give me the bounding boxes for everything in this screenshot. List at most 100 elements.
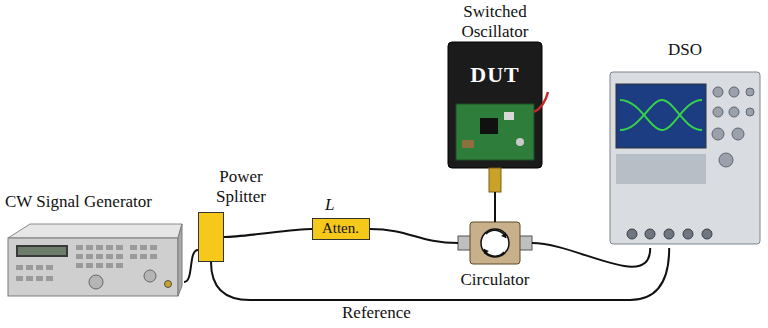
coax-cable <box>211 248 669 300</box>
oscilloscope-picture-part <box>620 100 702 130</box>
oscilloscope-picture-part-part <box>645 229 655 239</box>
circulator: Circulator <box>458 222 532 264</box>
oscilloscope-picture-part-part <box>732 128 744 140</box>
signal-generator-picture-part-part <box>106 263 113 268</box>
signal-generator-picture-part-part <box>116 263 123 268</box>
switched-oscillator-picture-part <box>456 104 534 160</box>
oscillator-device: Switched OscillatorDUT <box>445 42 545 192</box>
signal-generator: CW Signal Generator <box>2 220 184 300</box>
attenuator-label: Atten. <box>322 220 359 237</box>
switched-oscillator-picture-part <box>448 42 542 168</box>
signal-generator-picture-part-part <box>130 245 137 250</box>
power-splitter: Power Splitter <box>198 212 224 262</box>
device-label: CW Signal Generator <box>5 192 195 212</box>
switched-oscillator-picture-part <box>489 168 501 192</box>
oscilloscope-picture-part <box>616 84 706 148</box>
signal-generator-picture-part-part <box>116 254 123 259</box>
signal-generator-picture-part <box>16 245 157 281</box>
oscilloscope-picture-part-part <box>627 229 637 239</box>
signal-generator-picture-part-part <box>16 276 23 281</box>
circulator-picture-part <box>501 233 506 238</box>
oscilloscope-picture-part-part <box>712 128 724 140</box>
signal-generator-picture-part <box>89 275 103 289</box>
switched-oscillator-picture-part <box>462 140 474 148</box>
signal-generator-picture-part-part <box>140 245 147 250</box>
signal-generator-picture-part <box>165 281 172 288</box>
oscilloscope-picture-part-part <box>729 87 739 97</box>
signal-generator-picture-part <box>178 224 182 296</box>
oscilloscope-picture-part-part <box>729 107 739 117</box>
oscilloscope: DSO <box>606 68 764 248</box>
variable-label: L <box>325 195 345 215</box>
oscilloscope-picture-part <box>712 87 754 167</box>
oscilloscope-picture-part-part <box>746 108 754 116</box>
oscilloscope-picture-part <box>620 100 702 130</box>
oscilloscope-picture-part-part <box>713 87 723 97</box>
oscilloscope-picture-part <box>616 154 706 184</box>
signal-generator-picture-part-part <box>96 245 103 250</box>
signal-generator-picture <box>8 224 182 296</box>
oscilloscope-picture-part <box>610 72 760 244</box>
switched-oscillator-picture-part <box>516 138 524 146</box>
oscilloscope-picture-part <box>627 229 712 239</box>
switched-oscillator-picture-part <box>534 92 548 112</box>
signal-generator-picture-part-part <box>150 254 157 259</box>
circulator-picture-part <box>484 249 504 256</box>
signal-generator-picture-part-part <box>76 254 83 259</box>
device-label: Switched Oscillator <box>433 2 557 41</box>
coax-cable <box>532 243 650 267</box>
coax-cable <box>494 192 496 222</box>
circulator-picture-part <box>481 229 509 257</box>
signal-generator-picture-part-part <box>86 263 93 268</box>
signal-generator-picture-part-part <box>86 245 93 250</box>
oscilloscope-picture-part-part <box>664 229 674 239</box>
signal-generator-picture-part-part <box>36 265 43 270</box>
attenuator-box: LAtten. <box>312 218 370 240</box>
signal-generator-picture-part-part <box>16 265 23 270</box>
signal-generator-picture-part-part <box>26 265 33 270</box>
coax-cable <box>224 229 312 237</box>
signal-generator-picture-part-part <box>46 265 53 270</box>
oscilloscope-picture-part-part <box>713 107 723 117</box>
signal-generator-picture-part-part <box>106 245 113 250</box>
switched-oscillator-picture-part <box>504 112 514 120</box>
signal-generator-picture-part-part <box>46 276 53 281</box>
device-label: DSO <box>606 40 764 60</box>
edge-label: Reference <box>340 303 413 323</box>
dut-marking: DUT <box>445 62 545 87</box>
coax-cable <box>370 229 458 243</box>
signal-generator-picture-part <box>16 245 68 257</box>
signal-generator-picture-part-part <box>96 263 103 268</box>
oscilloscope-picture-part-part <box>719 153 733 167</box>
oscilloscope-picture-part-part <box>683 229 693 239</box>
coax-cable <box>184 250 198 282</box>
oscilloscope-picture-part-part <box>746 88 754 96</box>
signal-generator-picture-part <box>8 238 178 296</box>
signal-generator-picture-part-part <box>130 254 137 259</box>
signal-generator-picture-part-part <box>140 254 147 259</box>
signal-generator-picture-part-part <box>86 254 93 259</box>
signal-generator-picture-part-part <box>116 245 123 250</box>
signal-generator-picture-part-part <box>36 276 43 281</box>
signal-generator-picture-part <box>144 270 156 282</box>
signal-generator-picture-part-part <box>96 254 103 259</box>
signal-generator-picture-part-part <box>150 245 157 250</box>
signal-generator-picture-part-part <box>106 254 113 259</box>
device-label: Circulator <box>446 270 544 290</box>
oscilloscope-picture <box>610 72 760 244</box>
circulator-picture <box>458 222 532 264</box>
device-label: Power Splitter <box>209 167 273 206</box>
switched-oscillator-picture-part <box>480 118 498 134</box>
signal-generator-picture-part-part <box>76 245 83 250</box>
oscilloscope-picture-part-part <box>702 229 712 239</box>
circulator-picture-part <box>486 230 506 238</box>
circulator-picture-part <box>484 249 489 254</box>
signal-generator-picture-part-part <box>76 263 83 268</box>
signal-generator-picture-part-part <box>26 276 33 281</box>
signal-generator-picture-part <box>18 247 66 255</box>
circulator-picture-part <box>470 222 520 264</box>
